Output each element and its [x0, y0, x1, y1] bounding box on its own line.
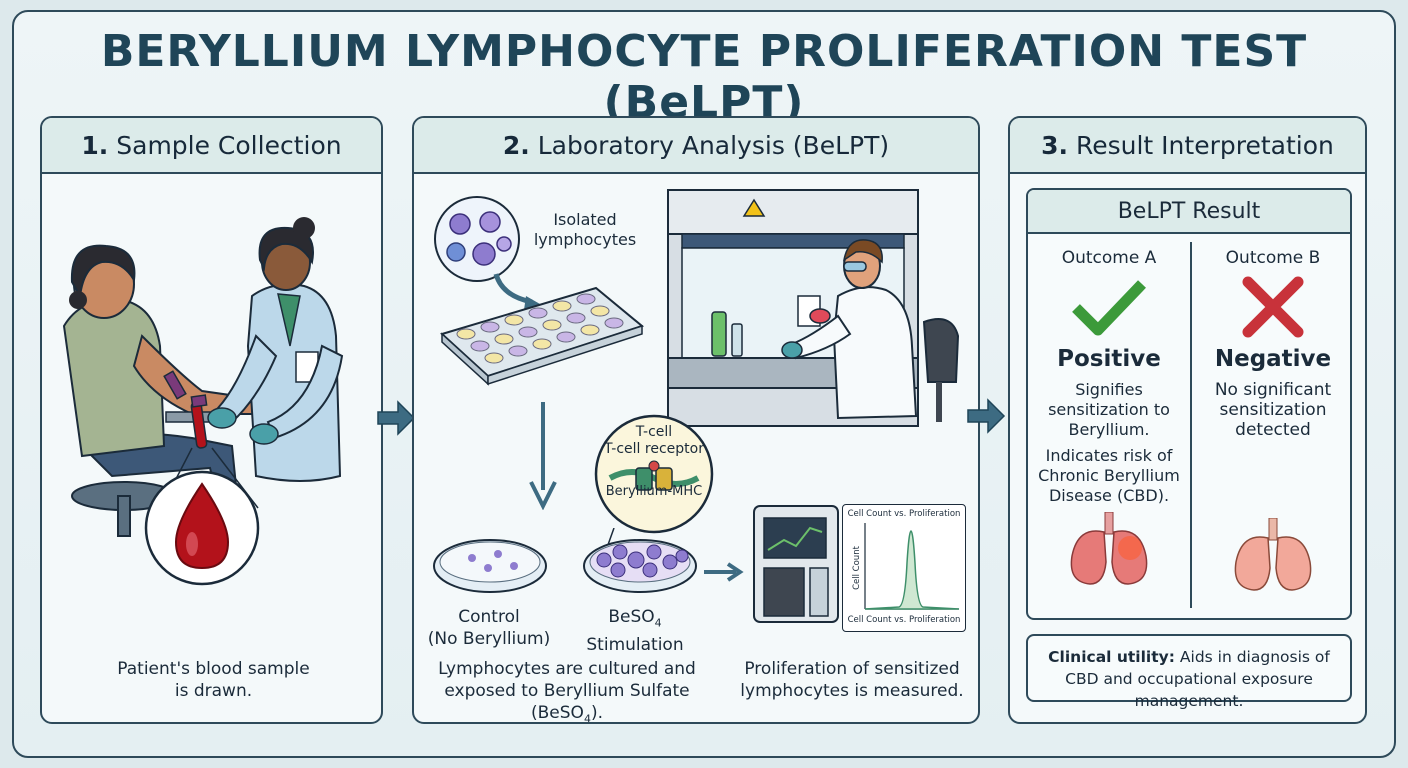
outcome-a-column: Outcome A Positive Signifies sensitizati… — [1028, 234, 1190, 588]
clinical-utility-box: Clinical utility: Aids in diagnosis of C… — [1026, 634, 1352, 710]
outcome-a-desc1: Signifies sensitization to Beryllium. — [1048, 380, 1170, 439]
outcome-divider — [1190, 242, 1192, 608]
cross-icon — [1242, 276, 1304, 338]
clinical-utility-text: Aids in diagnosis of CBD and occupationa… — [1065, 648, 1330, 710]
lab-scientist-illustration — [667, 189, 960, 427]
panel-sample-collection: 1. Sample Collection — [40, 116, 383, 724]
outcome-a-verdict: Positive — [1057, 346, 1161, 372]
step-heading-2: Laboratory Analysis (BeLPT) — [537, 131, 890, 160]
clinical-utility-label: Clinical utility: — [1048, 648, 1175, 666]
down-arrow-icon — [529, 402, 557, 510]
panel-heading-3: 3. Result Interpretation — [1010, 118, 1365, 174]
sample-caption: Patient's blood sample is drawn. — [42, 658, 381, 702]
outcome-a-desc2: Indicates risk of Chronic Beryllium Dise… — [1038, 446, 1180, 505]
inflamed-lungs-icon — [1070, 512, 1148, 585]
culture-line1: Lymphocytes are cultured and — [438, 659, 696, 679]
result-box-title: BeLPT Result — [1028, 190, 1350, 234]
culture-caption: Lymphocytes are cultured and exposed to … — [422, 658, 712, 724]
step-number-3: 3. — [1041, 131, 1069, 160]
small-right-arrow-icon — [704, 562, 744, 582]
step-number-1: 1. — [81, 131, 109, 160]
step-number-2: 2. — [502, 131, 530, 160]
flow-arrow-2 — [967, 398, 1006, 434]
graph-curve — [864, 523, 960, 610]
panel-laboratory-analysis: 2. Laboratory Analysis (BeLPT) Isolated … — [412, 116, 980, 724]
beso4-label: BeSO4 — [608, 607, 662, 630]
step-heading-3: Result Interpretation — [1075, 131, 1334, 160]
isolated-line2: lymphocytes — [533, 230, 637, 249]
flow-arrow-1 — [377, 400, 416, 436]
healthy-lungs-icon — [1234, 518, 1312, 591]
graph-y-label: Cell Count — [852, 546, 862, 590]
measure-line2: lymphocytes is measured. — [740, 681, 964, 701]
tcell-receptor-label: T-cell receptor — [604, 441, 704, 457]
panel-heading-2: 2. Laboratory Analysis (BeLPT) — [414, 118, 978, 174]
cell-analyzer-icon — [753, 505, 839, 623]
stimulation-label: BeSO4 Stimulation — [570, 606, 700, 656]
beryllium-mhc-label: Beryllium-MHC — [605, 484, 703, 499]
outcome-b-verdict: Negative — [1214, 346, 1332, 372]
lymphocytes-icon — [434, 196, 520, 282]
blood-draw-illustration — [62, 217, 344, 586]
graph-title: Cell Count vs. Proliferation — [847, 509, 961, 519]
checkmark-icon — [1072, 280, 1146, 336]
panel-heading-1: 1. Sample Collection — [42, 118, 381, 174]
control-label: Control (No Beryllium) — [424, 606, 554, 650]
tcell-labels: T-cell T-cell receptor — [596, 424, 712, 458]
measure-caption: Proliferation of sensitized lymphocytes … — [732, 658, 972, 702]
tcell-receptor-icon — [594, 414, 714, 534]
proliferation-graph: Cell Count vs. Proliferation Cell Count … — [842, 504, 966, 632]
control-line1: Control — [458, 607, 520, 627]
graph-footer: Cell Count vs. Proliferation — [847, 615, 961, 625]
isolated-line1: Isolated — [553, 210, 617, 229]
petri-dishes-illustration — [433, 539, 697, 593]
tcell-label: T-cell — [635, 424, 673, 440]
isolated-lymphocytes-label: Isolated lymphocytes — [530, 210, 640, 250]
measure-line1: Proliferation of sensitized — [744, 659, 960, 679]
outcome-a-label: Outcome A — [1061, 248, 1157, 268]
outcome-b-desc1: No significant sensitization detected — [1214, 380, 1332, 440]
stimulation-line: Stimulation — [586, 635, 684, 656]
sample-caption-line2: is drawn. — [174, 681, 253, 701]
belpt-result-box: BeLPT Result Outcome A Positive Signifie… — [1026, 188, 1352, 620]
step-heading-1: Sample Collection — [116, 131, 342, 160]
page-title: BERYLLIUM LYMPHOCYTE PROLIFERATION TEST … — [100, 26, 1308, 128]
well-plate-icon — [440, 273, 645, 386]
culture-line2: exposed to Beryllium Sulfate (BeSO4). — [444, 681, 690, 724]
panel-result-interpretation: 3. Result Interpretation BeLPT Result Ou… — [1008, 116, 1367, 724]
outcome-b-label: Outcome B — [1225, 248, 1321, 268]
outcome-b-column: Outcome B Negative No significant sensit… — [1192, 234, 1350, 591]
sample-caption-line1: Patient's blood sample — [117, 659, 310, 679]
control-line2: (No Beryllium) — [427, 629, 551, 649]
